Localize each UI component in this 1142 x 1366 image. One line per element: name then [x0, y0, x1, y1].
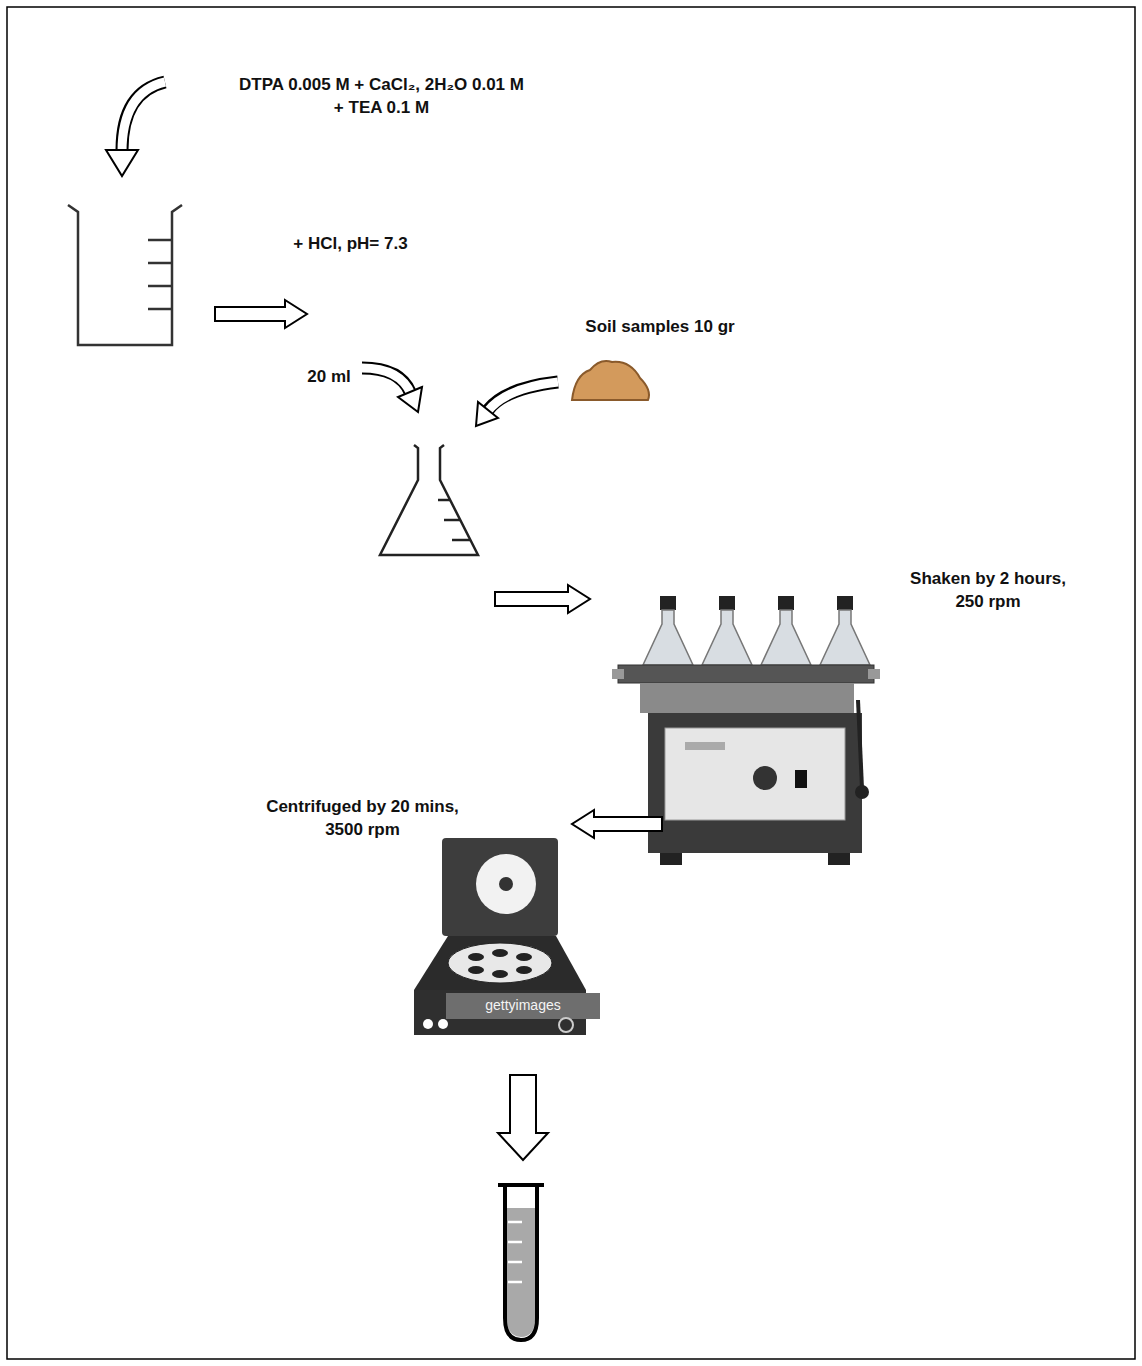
shaker-flask — [643, 596, 693, 665]
button — [423, 1019, 433, 1029]
volume-note: 20 ml — [305, 366, 353, 389]
power-switch — [795, 770, 807, 788]
graduation-mark — [148, 308, 172, 311]
shaker-platform — [618, 665, 874, 683]
centrifuge — [414, 838, 600, 1035]
arrow-head — [398, 387, 422, 412]
graduation-mark — [508, 1221, 522, 1224]
graduation-mark — [148, 285, 172, 288]
graduation-mark — [508, 1281, 522, 1284]
shaker-flask — [820, 596, 870, 665]
flask-body — [702, 610, 752, 665]
shaker-column — [640, 683, 854, 713]
platform-clamp — [868, 669, 880, 679]
block-arrow — [495, 585, 590, 613]
graduation-mark — [148, 262, 172, 265]
shaker-flask — [761, 596, 811, 665]
platform-clamp — [612, 669, 624, 679]
block-arrow — [215, 300, 307, 328]
block-arrow — [498, 1075, 548, 1160]
beaker — [68, 205, 182, 345]
foot — [660, 853, 682, 865]
dial — [559, 1018, 573, 1032]
flask-body — [820, 610, 870, 665]
arrow-fill — [362, 368, 411, 394]
rotor-hole — [516, 966, 532, 974]
watermark-band — [446, 993, 600, 1019]
test-tube — [498, 1185, 544, 1340]
arrow-head — [106, 150, 138, 176]
flask-cap — [778, 596, 794, 610]
lid-disk — [476, 854, 536, 914]
watermark: gettyimages — [483, 996, 563, 1015]
rotor-hole — [468, 953, 484, 961]
lid-dot — [499, 877, 513, 891]
curved-arrow — [476, 382, 558, 426]
erlenmeyer-flask — [380, 445, 478, 555]
tube-outline — [505, 1185, 537, 1340]
sample-note: Soil samples 10 gr — [583, 316, 737, 339]
beaker-outline — [68, 205, 182, 345]
rotor-hole — [492, 970, 508, 978]
shaking-note: Shaken by 2 hours, 250 rpm — [902, 568, 1074, 614]
foot — [828, 853, 850, 865]
centrifuge-lid — [442, 838, 558, 936]
extract-liquid — [507, 1208, 535, 1337]
control-panel — [665, 728, 845, 820]
flask-cap — [719, 596, 735, 610]
flask-body — [761, 610, 811, 665]
rotor-hole — [492, 949, 508, 957]
rotor-plate — [448, 943, 552, 983]
figure-frame — [7, 7, 1135, 1359]
lever-knob — [855, 785, 869, 799]
flask-body — [643, 610, 693, 665]
soil-sample — [572, 361, 649, 400]
rotor-hole — [516, 953, 532, 961]
reagent-note: DTPA 0.005 M + CaCl₂, 2H₂O 0.01 M + TEA … — [234, 74, 529, 120]
button — [438, 1019, 448, 1029]
rotor-hole — [468, 966, 484, 974]
graduation-mark — [508, 1241, 522, 1244]
shaker-body — [648, 713, 862, 853]
flask-cap — [660, 596, 676, 610]
graduation-mark — [438, 499, 450, 502]
flask-cap — [837, 596, 853, 610]
panel-plate — [685, 742, 725, 750]
curved-arrow — [106, 82, 165, 176]
lever — [858, 700, 862, 788]
arrow-head — [476, 402, 498, 426]
graduation-mark — [148, 239, 172, 242]
graduation-mark — [508, 1261, 522, 1264]
flask-outline — [380, 445, 478, 555]
block-arrow — [572, 810, 662, 838]
speed-knob — [753, 766, 777, 790]
arrow-fill — [487, 382, 558, 412]
centrifuge-base — [414, 936, 586, 990]
graduation-mark — [452, 539, 470, 542]
ph-note: + HCl, pH= 7.3 — [291, 233, 410, 256]
centrifuge-note: Centrifuged by 20 mins, 3500 rpm — [255, 796, 470, 842]
tube-rim — [498, 1183, 544, 1187]
curved-arrow — [362, 368, 422, 412]
arrow-fill — [122, 82, 165, 152]
graduation-mark — [444, 519, 460, 522]
shaker-flask — [702, 596, 752, 665]
